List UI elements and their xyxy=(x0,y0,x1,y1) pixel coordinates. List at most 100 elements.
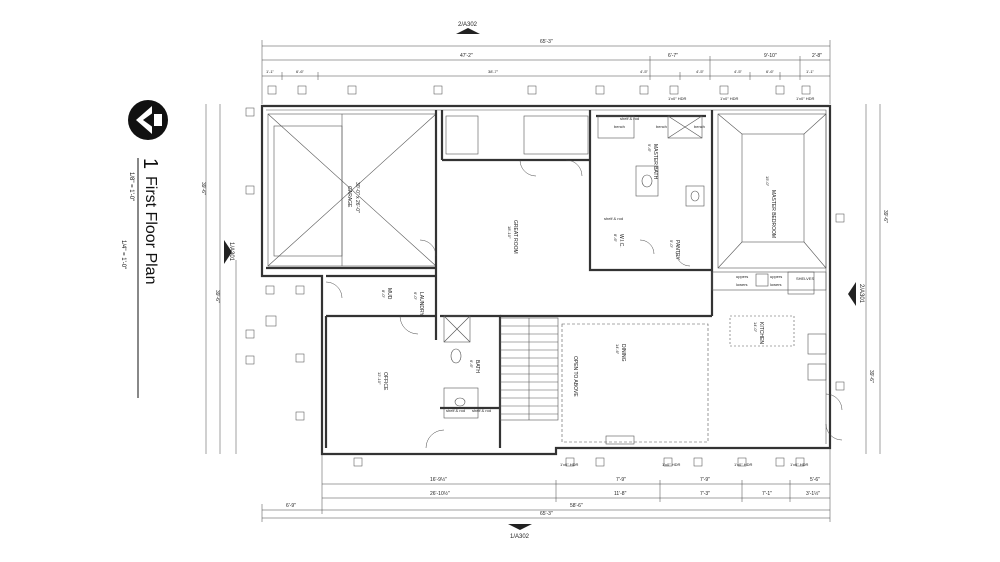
svg-text:bench: bench xyxy=(656,124,667,129)
svg-text:DINING: DINING xyxy=(620,344,626,362)
svg-text:6'-9": 6'-9" xyxy=(286,503,296,509)
svg-text:2/A301: 2/A301 xyxy=(858,284,864,304)
svg-text:5'-0": 5'-0" xyxy=(669,240,674,249)
svg-text:4'-5": 4'-5" xyxy=(734,69,743,74)
mud-laundry-area: MUD 8'-0" LAUNDRY 6'-0" xyxy=(325,239,438,340)
svg-text:1'-1": 1'-1" xyxy=(266,69,275,74)
svg-text:7'-9": 7'-9" xyxy=(616,477,626,483)
svg-text:GREAT ROOM: GREAT ROOM xyxy=(512,220,518,254)
svg-text:39'-6": 39'-6" xyxy=(882,210,888,223)
svg-text:14'-6": 14'-6" xyxy=(615,344,620,355)
svg-text:7'-3": 7'-3" xyxy=(700,491,710,497)
svg-text:1'x0" HDR: 1'x0" HDR xyxy=(790,462,809,467)
svg-text:SHELVES: SHELVES xyxy=(796,276,814,281)
svg-text:6'-6": 6'-6" xyxy=(296,69,305,74)
dimensions-left: 39'-6" 39'-6" xyxy=(200,104,237,454)
svg-text:6'-6": 6'-6" xyxy=(469,360,474,369)
svg-text:shelf & rod: shelf & rod xyxy=(446,408,465,413)
svg-text:OPEN TO ABOVE: OPEN TO ABOVE xyxy=(572,356,578,397)
svg-text:6'-0": 6'-0" xyxy=(413,292,418,301)
svg-text:1'x0" HDR: 1'x0" HDR xyxy=(796,96,815,101)
section-ref-right: 2/A301 xyxy=(848,282,864,306)
section-ref-top: 2/A302 xyxy=(456,22,480,34)
dim-overall-bottom: 65'-3" xyxy=(540,511,553,517)
svg-text:1/A302: 1/A302 xyxy=(510,534,530,540)
kitchen-area: uppers lowers uppers lowers SHELVES KITC… xyxy=(711,271,843,441)
svg-text:4'-5": 4'-5" xyxy=(696,69,705,74)
svg-text:3'-1½": 3'-1½" xyxy=(806,490,820,497)
svg-text:39'-6": 39'-6" xyxy=(214,290,220,303)
svg-text:9'-10": 9'-10" xyxy=(764,53,777,59)
svg-text:47'-2": 47'-2" xyxy=(460,53,473,59)
svg-text:MUD: MUD xyxy=(386,288,392,300)
svg-text:shelf & rod: shelf & rod xyxy=(604,216,623,221)
great-room-area: GREAT ROOM 18'-10" xyxy=(440,110,590,254)
svg-text:38'-7": 38'-7" xyxy=(488,69,499,74)
dimensions-bottom: 16'-9½" 7'-9" 7'-9" 5'-6" 26'-10½" 11'-8… xyxy=(261,420,831,522)
svg-text:bench: bench xyxy=(614,124,625,129)
svg-text:12'-10": 12'-10" xyxy=(377,372,382,385)
svg-text:uppers: uppers xyxy=(770,274,782,279)
svg-text:5'-6": 5'-6" xyxy=(810,477,820,483)
svg-text:BATH: BATH xyxy=(474,360,480,373)
svg-text:LAUNDRY: LAUNDRY xyxy=(418,292,424,316)
svg-text:9'-6": 9'-6" xyxy=(647,144,652,153)
svg-text:PANTRY: PANTRY xyxy=(674,240,680,260)
room-garage-label: GARAGE xyxy=(346,186,352,208)
drawing-title: First Floor Plan xyxy=(142,176,159,284)
svg-text:1'x0" HDR: 1'x0" HDR xyxy=(662,462,681,467)
drawing-number: 1 xyxy=(139,158,161,169)
svg-text:8'-6": 8'-6" xyxy=(613,234,618,243)
svg-text:7'-1": 7'-1" xyxy=(762,491,772,497)
svg-text:shelf & rod: shelf & rod xyxy=(472,408,491,413)
svg-text:39'-6": 39'-6" xyxy=(200,182,206,195)
svg-text:6'-6": 6'-6" xyxy=(766,69,775,74)
svg-text:shelf & rod: shelf & rod xyxy=(620,116,639,121)
svg-text:KITCHEN: KITCHEN xyxy=(758,322,764,344)
scale-line-1: 1/8" = 1'-0" xyxy=(128,172,134,201)
svg-text:1'x0" HDR: 1'x0" HDR xyxy=(734,462,753,467)
svg-text:MASTER BEDROOM: MASTER BEDROOM xyxy=(770,190,776,238)
svg-text:lowers: lowers xyxy=(736,282,748,287)
svg-text:2/A302: 2/A302 xyxy=(458,22,478,28)
svg-text:8'-0": 8'-0" xyxy=(381,290,386,299)
svg-text:58'-6": 58'-6" xyxy=(570,503,583,509)
svg-text:7'-9": 7'-9" xyxy=(700,477,710,483)
dining-open-area: OPEN TO ABOVE DINING 14'-6" xyxy=(561,323,709,445)
north-arrow-icon xyxy=(128,100,168,140)
svg-text:MASTER BATH: MASTER BATH xyxy=(652,144,658,180)
wall-tags-left xyxy=(245,107,845,421)
svg-text:18'-10": 18'-10" xyxy=(507,226,512,239)
svg-text:4'-5": 4'-5" xyxy=(640,69,649,74)
staircase xyxy=(499,314,712,421)
dimensions-top: 65'-3" 47'-2" 6'-7" 9'-10" 2'-8" 1'-1" 6… xyxy=(261,39,831,104)
svg-text:6'-7": 6'-7" xyxy=(668,53,678,59)
svg-text:26'-10½": 26'-10½" xyxy=(430,490,450,497)
section-ref-bottom: 1/A302 xyxy=(508,524,532,540)
svg-text:14'-0": 14'-0" xyxy=(753,322,758,333)
room-garage-size: 30'-0" x 26'-0" xyxy=(354,182,360,213)
svg-text:16'-9½": 16'-9½" xyxy=(430,476,447,483)
svg-text:1'-1": 1'-1" xyxy=(806,69,815,74)
garage-area: 30'-0" x 26'-0" GARAGE xyxy=(266,110,438,270)
svg-text:lowers: lowers xyxy=(770,282,782,287)
title-block: 1 First Floor Plan 1/8" = 1'-0" 1/4" = 1… xyxy=(120,100,168,398)
master-suite-area: MASTER BEDROOM 15'-0" bench bench bench … xyxy=(588,110,827,316)
svg-text:uppers: uppers xyxy=(736,274,748,279)
bath-block: BATH 6'-6" shelf & rod shelf & rod xyxy=(440,314,502,448)
svg-text:11'-8": 11'-8" xyxy=(614,491,627,497)
svg-text:1'x0" HDR: 1'x0" HDR xyxy=(668,96,687,101)
svg-text:2'-8": 2'-8" xyxy=(812,53,822,59)
svg-text:OFFICE: OFFICE xyxy=(382,372,388,391)
svg-text:W.I.C.: W.I.C. xyxy=(618,234,624,248)
svg-text:15'-0": 15'-0" xyxy=(765,176,770,187)
window-tags: 1'x0" HDR 1'x0" HDR 1'x0" HDR 1'x0" HDR … xyxy=(267,85,815,467)
dim-overall-top: 65'-3" xyxy=(540,39,553,45)
svg-text:bench: bench xyxy=(694,124,705,129)
dimensions-right: 39'-6" 39'-6" xyxy=(865,104,888,454)
office-area: OFFICE 12'-10" xyxy=(324,315,445,449)
scale-line-2: 1/4" = 1'-0" xyxy=(120,240,126,269)
section-ref-left: 1/A301 xyxy=(224,240,234,264)
svg-text:1'x0" HDR: 1'x0" HDR xyxy=(560,462,579,467)
